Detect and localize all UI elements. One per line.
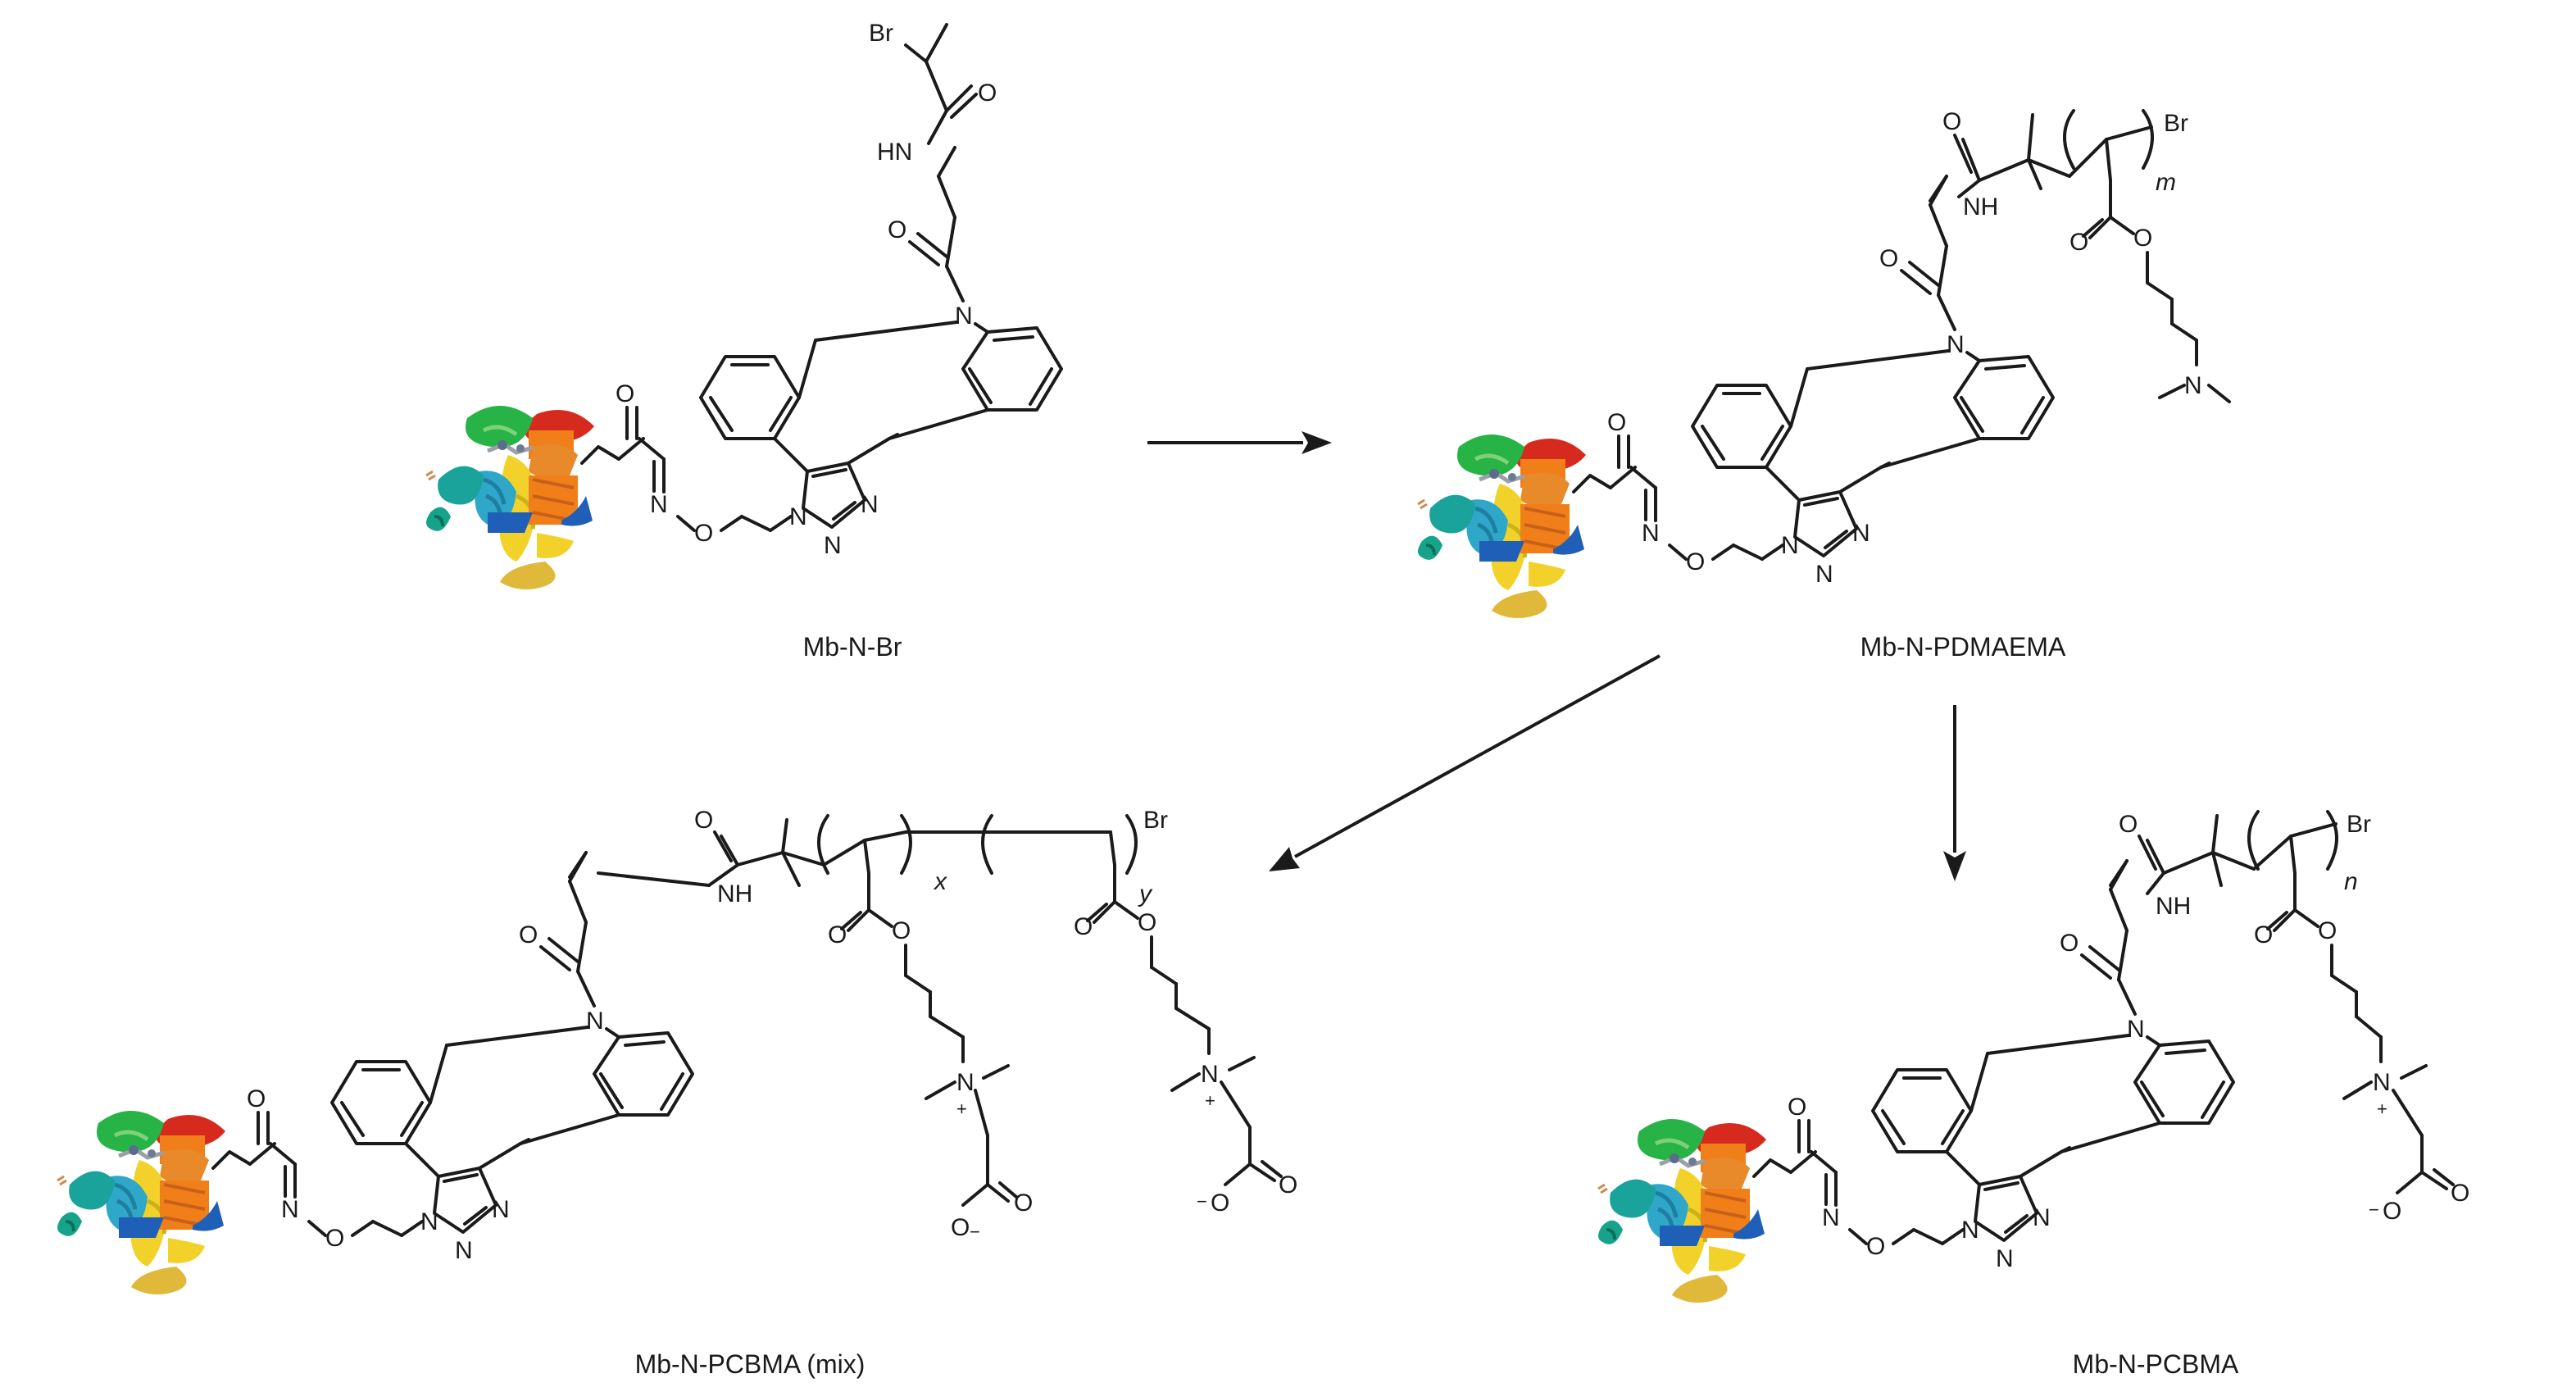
atom-br: Br	[1143, 807, 1168, 834]
atom-nh: NH	[1963, 193, 1998, 221]
atom-n: N	[956, 1069, 975, 1096]
atom-n: N	[2184, 372, 2202, 399]
charge-minus: −	[970, 1221, 980, 1242]
atom-o: O	[951, 1214, 970, 1241]
subscript-y: y	[1138, 880, 1153, 908]
atom-br: Br	[869, 20, 893, 47]
atom-o: O	[2383, 1198, 2401, 1225]
atom-o: O	[978, 80, 997, 107]
structure-mb-n-pcbma: NH O Br n N + O O −	[1598, 810, 2469, 1303]
label-mb-n-pdmaema: Mb-N-PDMAEMA	[1860, 632, 2066, 662]
atom-n: N	[2373, 1069, 2391, 1096]
atom-nh: NH	[717, 880, 752, 908]
charge-plus: +	[956, 1099, 967, 1119]
atom-o: O	[1942, 108, 1961, 135]
structure-mb-n-pcbma-mix: NH O x Br y N + O O −	[57, 807, 1297, 1294]
atom-nh: NH	[2156, 893, 2191, 920]
arrow-to-pcbma-mix	[1269, 654, 1661, 871]
charge-plus: +	[2377, 1099, 2387, 1119]
atom-n: N	[1201, 1061, 1219, 1088]
structure-mb-n-br: HN O Br	[426, 20, 1061, 589]
label-mb-n-pcbma: Mb-N-PCBMA	[2073, 1349, 2239, 1379]
label-mb-n-br: Mb-N-Br	[803, 632, 902, 662]
atom-o: O	[1014, 1190, 1033, 1217]
charge-minus: −	[1197, 1191, 1207, 1212]
subscript-x: x	[933, 868, 947, 895]
label-mb-n-pcbma-mix: Mb-N-PCBMA (mix)	[635, 1349, 865, 1379]
arrow-to-pdmaema	[1147, 431, 1332, 454]
atom-o: O	[2119, 811, 2138, 838]
subscript-n: n	[2344, 868, 2358, 895]
structure-mb-n-pdmaema: NH O Br m N	[1418, 108, 2231, 618]
subscript-m: m	[2156, 169, 2176, 196]
atom-o: O	[694, 807, 713, 834]
charge-minus: −	[2369, 1199, 2379, 1220]
atom-o: O	[1279, 1171, 1297, 1199]
atom-o: O	[2451, 1180, 2469, 1207]
arrow-to-pcbma	[1943, 705, 1966, 881]
atom-br: Br	[2164, 110, 2188, 137]
atom-hn: HN	[877, 139, 912, 166]
atom-br: Br	[2347, 811, 2371, 838]
atom-o: O	[1211, 1190, 1229, 1217]
charge-plus: +	[1205, 1090, 1215, 1111]
